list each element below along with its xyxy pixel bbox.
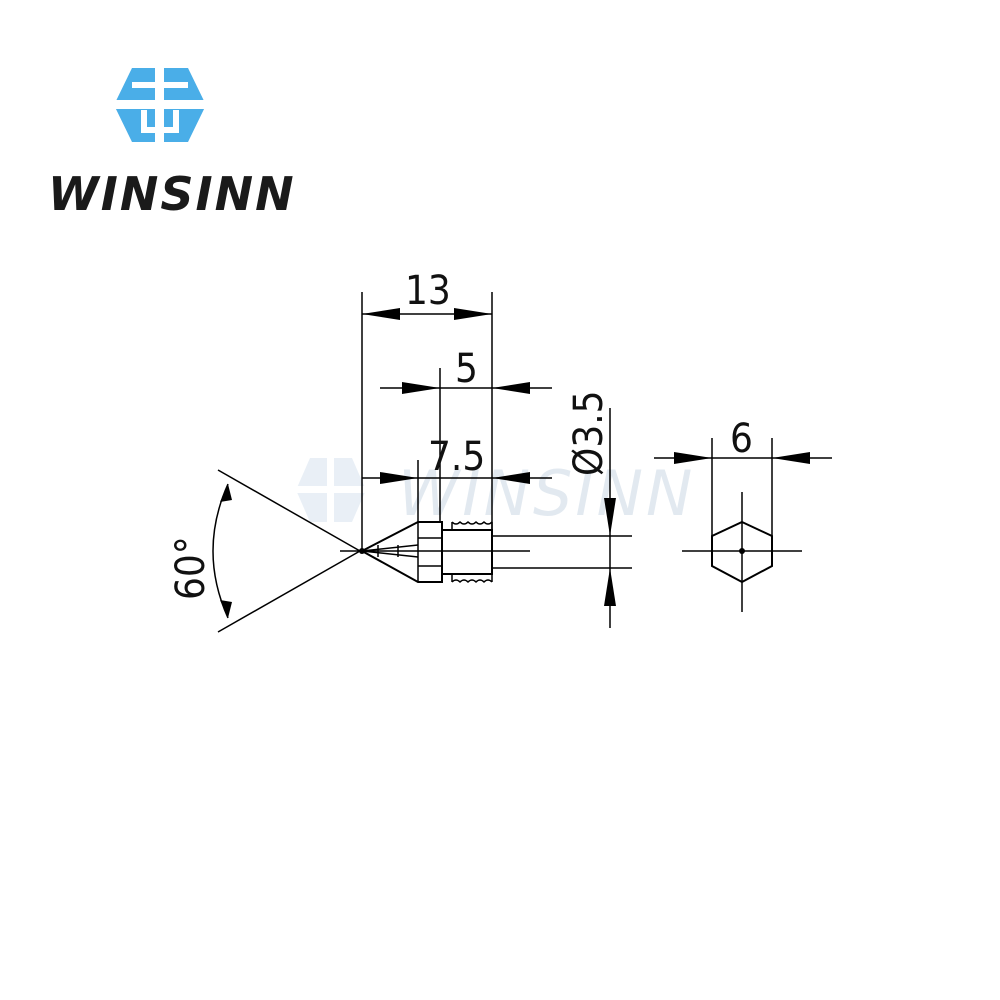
nozzle-end-view	[682, 492, 802, 612]
thread-length-label: 7.5	[428, 434, 485, 480]
watermark-logo-icon	[296, 458, 366, 522]
hexagon-logo-icon	[114, 68, 206, 142]
hex-width-label: 6	[730, 416, 753, 462]
watermark-text: WINSINN	[398, 457, 695, 530]
watermark: WINSINN	[296, 457, 695, 530]
bore-diameter-label: Ø3.5	[566, 390, 612, 476]
dimension-hex-length: 5	[380, 346, 552, 522]
brand-logo: WINSINN	[48, 68, 296, 221]
dimension-hex-width: 6	[654, 416, 832, 536]
dimension-overall-length: 13	[361, 268, 493, 551]
dimension-bore-diameter: Ø3.5	[566, 390, 616, 628]
thread-section	[441, 520, 493, 584]
angle-arc	[212, 483, 229, 619]
cone-line-upper	[217, 469, 361, 552]
tip-angle-label: 60°	[168, 536, 214, 600]
hex-length-label: 5	[455, 346, 478, 392]
brand-name: WINSINN	[48, 167, 296, 221]
cone-line-lower	[217, 550, 361, 633]
overall-length-label: 13	[405, 268, 451, 314]
dimension-thread-length: 7.5	[362, 434, 552, 522]
nozzle-side-view: 60°	[168, 469, 632, 633]
